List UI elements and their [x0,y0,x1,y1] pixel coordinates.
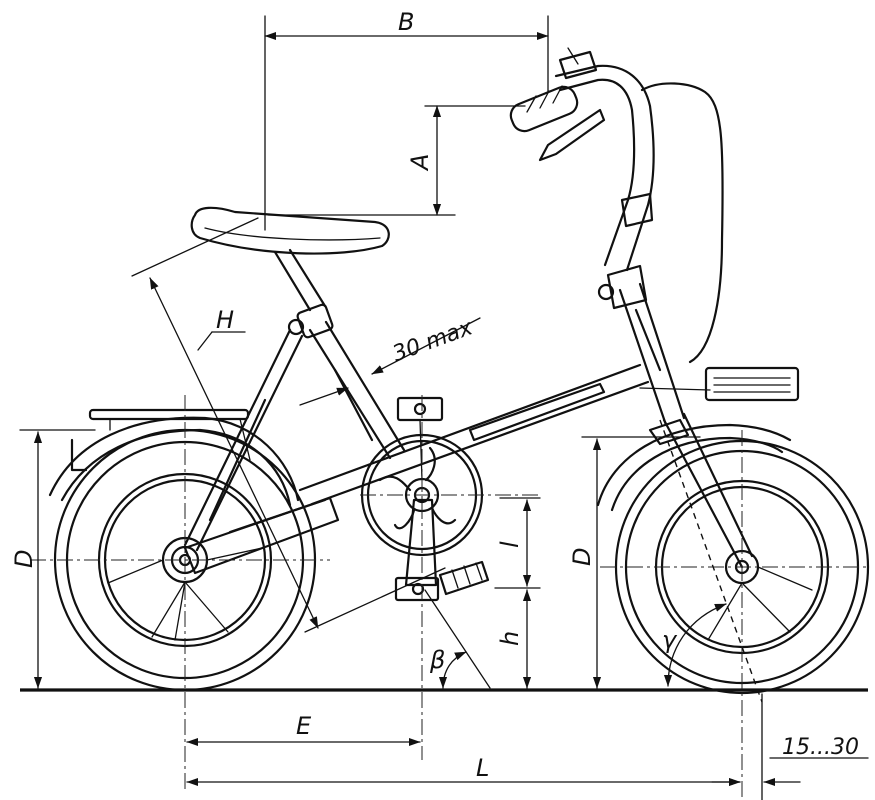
label-30max: 30 max [389,315,476,367]
dimension-E: E [186,712,421,747]
label-H: H [216,306,234,334]
label-B: B [398,8,414,36]
angle-gamma: γ [662,603,727,687]
label-l: l [496,541,524,548]
dimension-l: l [494,497,541,589]
label-A: A [406,154,434,172]
dimension-L: L [186,754,741,787]
label-gamma: γ [662,626,678,654]
dimension-D-rear: D [10,429,96,689]
label-h: h [496,631,524,646]
handlebar [509,47,724,364]
front-carrier [704,366,800,402]
label-E: E [296,712,312,740]
label-beta: β [429,646,445,674]
dimension-offset: 15...30 [711,693,869,800]
saddle [190,206,390,312]
dimension-A: A [267,105,526,216]
label-L: L [476,754,489,782]
dimension-H: H [131,217,446,633]
label-D-front: D [568,548,596,566]
center-lines [30,395,870,800]
label-offset: 15...30 [782,735,859,760]
label-D-rear: D [10,550,38,568]
fork-axis-line [659,419,763,703]
rear-fender [48,416,300,507]
dimension-D-front: D [568,436,701,689]
dimension-B: B [264,8,549,231]
dimension-30max: 30 max [299,315,481,406]
front-fender [596,423,792,512]
dimension-h: h [496,589,532,689]
angle-beta: β [424,589,491,689]
